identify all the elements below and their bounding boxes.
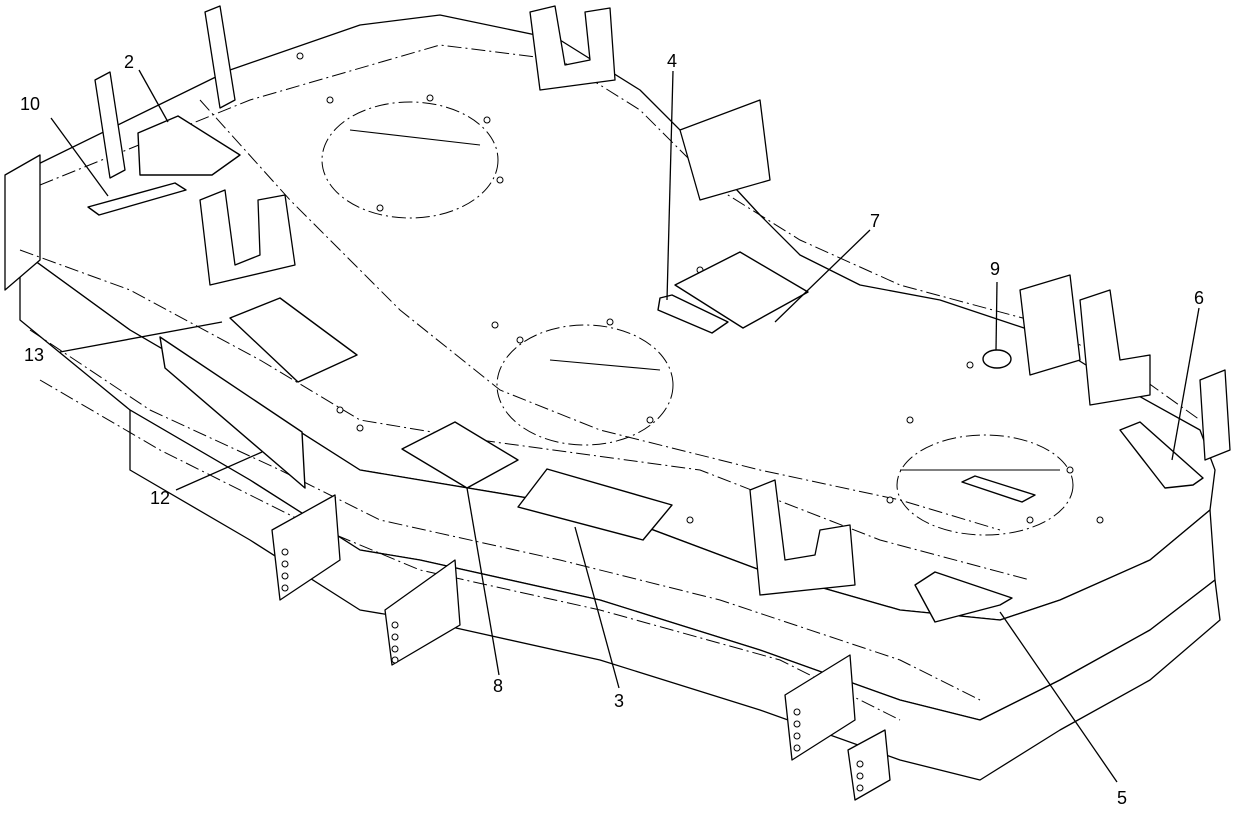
decal-3 [517, 468, 673, 541]
callout-12: 12 [150, 488, 170, 508]
callout-9: 9 [990, 259, 1000, 279]
callout-8: 8 [493, 676, 503, 696]
callout-2: 2 [124, 52, 134, 72]
bracket-rear-mid [529, 5, 616, 91]
decal-13 [229, 297, 358, 383]
blade-cutouts [321, 101, 1074, 536]
brackets [94, 5, 1231, 801]
callout-7: 7 [870, 211, 880, 231]
bracket-rear-left-a [94, 71, 126, 179]
decal-8 [401, 421, 519, 489]
decal-9 [982, 349, 1012, 369]
deck-body [4, 14, 1221, 781]
decal-10 [87, 182, 187, 216]
callout-3: 3 [614, 691, 624, 711]
callout-6: 6 [1194, 288, 1204, 308]
callout-5: 5 [1117, 788, 1127, 808]
decal-12 [159, 336, 306, 489]
bracket-center-left [199, 189, 296, 286]
callout-10: 10 [20, 94, 40, 114]
hitch-plate-2 [384, 559, 461, 666]
decal-11 [961, 475, 1036, 503]
bracket-right-b [1079, 289, 1151, 406]
callout-4: 4 [667, 51, 677, 71]
hitch-holes [281, 548, 864, 792]
callout-13: 13 [24, 345, 44, 365]
decal-2 [137, 115, 241, 176]
deck-left-end [4, 154, 41, 291]
callout-labels: 2 10 4 7 9 6 13 12 8 3 5 [20, 51, 1204, 808]
blade-cutout-right [896, 434, 1074, 536]
hitch-plate-3 [784, 654, 856, 761]
decal-5 [914, 571, 1013, 623]
decal-4 [657, 294, 729, 334]
leader-lines [50, 69, 1200, 783]
bracket-right-a [1019, 274, 1081, 376]
hitch-plate-1 [271, 494, 341, 601]
bracket-front-center [749, 479, 856, 596]
decals [87, 115, 1204, 623]
hitch-plate-4 [847, 729, 891, 801]
blade-cutout-center [496, 324, 674, 446]
bracket-right-c [1199, 369, 1231, 461]
decal-7 [674, 251, 809, 329]
decal-6 [1119, 421, 1204, 489]
bracket-rear-left-b [204, 5, 236, 109]
blade-cutout-left [321, 101, 499, 219]
bracket-rear-right [679, 99, 771, 201]
